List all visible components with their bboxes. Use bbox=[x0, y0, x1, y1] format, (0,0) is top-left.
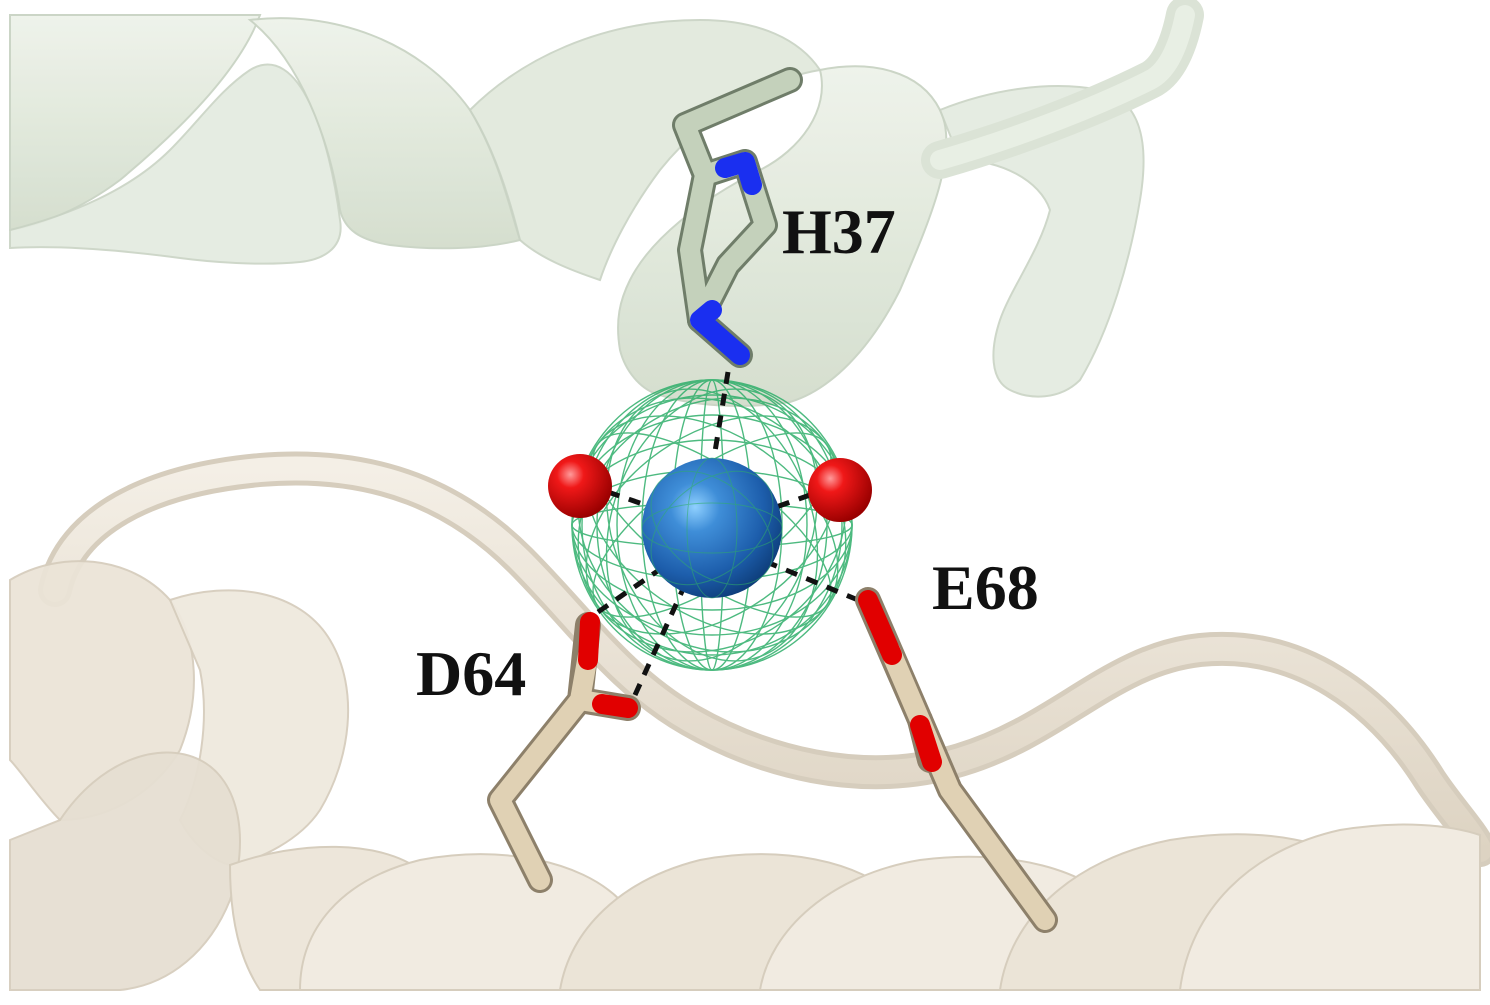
upper-coil-tail bbox=[930, 5, 1195, 170]
water-oxygen-left bbox=[548, 454, 612, 518]
residue-label-e68: E68 bbox=[932, 552, 1039, 623]
upper-helix-ribbon bbox=[9, 0, 1204, 407]
bond-e68 bbox=[761, 557, 859, 603]
bond-water-right bbox=[761, 492, 811, 515]
lower-helix-turn bbox=[1178, 823, 1481, 991]
upper-helix-turn bbox=[247, 17, 522, 250]
upper-helix-turn bbox=[9, 63, 342, 265]
e68-sidechain-sticks bbox=[855, 587, 1058, 933]
metal-ion-sphere bbox=[642, 458, 782, 598]
residue-label-h37: H37 bbox=[782, 196, 896, 267]
residue-label-d64: D64 bbox=[416, 638, 527, 709]
lower-loop-tube bbox=[43, 456, 1490, 862]
ion-mesh-overlay bbox=[641, 457, 783, 599]
bond-h37 bbox=[709, 371, 731, 471]
lower-helix-turn bbox=[9, 751, 241, 991]
water-oxygen-right bbox=[808, 458, 872, 522]
d64-sidechain-sticks bbox=[487, 612, 641, 893]
lower-helix-ribbon bbox=[9, 451, 1490, 991]
h37-sidechain-sticks bbox=[672, 67, 803, 368]
